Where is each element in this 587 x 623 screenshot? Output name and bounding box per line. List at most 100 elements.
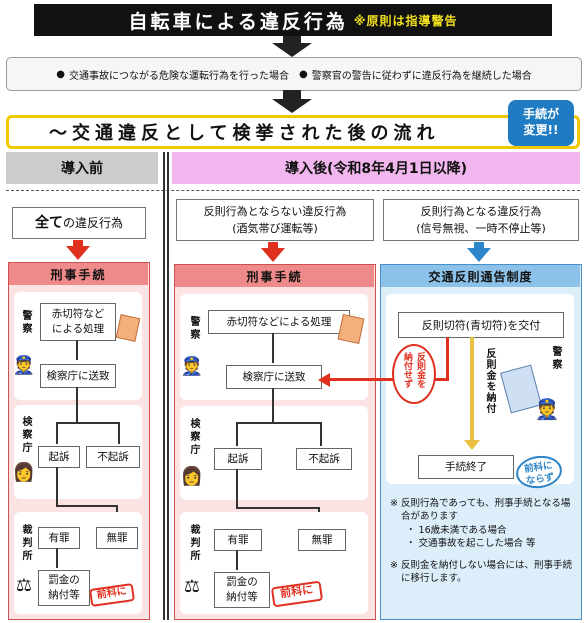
unpaid-label: 反則金を 納付せず — [402, 352, 425, 388]
before-header-label: 導入前 — [61, 161, 103, 177]
before-header: 導入前 — [6, 152, 158, 184]
red-ticket-box: 赤切符などによる処理 — [208, 310, 350, 334]
unpaid-line — [446, 337, 449, 379]
arrow-stem — [272, 388, 274, 422]
panel-title: 交通反則通告制度 — [428, 269, 533, 284]
court-label: 裁判所 — [188, 524, 199, 563]
branch-line — [320, 422, 322, 446]
police-label: 警察 — [20, 310, 31, 336]
send-to-prosecutor-box: 検察庁に送致 — [226, 365, 322, 389]
prosecutor-icon: 👩 — [12, 462, 36, 483]
arrow-stem — [283, 36, 301, 44]
violation-box: 反則行為となる違反行為 (信号無視、一時不停止等) — [383, 199, 579, 241]
police-officer-icon: 👮 — [12, 355, 36, 376]
badge-line-2: 変更!! — [523, 123, 559, 137]
note-1: ※ 反則行為であっても、刑事手続となる場合があります — [390, 497, 576, 523]
note-mark: ※ — [390, 498, 398, 509]
down-arrow-icon — [272, 99, 312, 113]
flow-title-box: ～交通違反として検挙された後の流れ — [6, 115, 580, 149]
before-violation-box: 全ての違反行為 — [12, 207, 146, 239]
arrow-stem — [272, 333, 274, 363]
police-label: 警察 — [188, 316, 199, 342]
red-ticket-box: 赤切符など による処理 — [40, 303, 116, 341]
flow-title: ～交通違反として検挙された後の流れ — [49, 123, 440, 144]
condition-1: 交通事故につながる危険な運転行為を行った場合 — [69, 70, 289, 82]
arrow-stem — [236, 469, 238, 507]
condition-2: 警察官の警告に従わずに違反行為を継続した場合 — [311, 70, 532, 82]
branch-line — [56, 422, 58, 444]
branch-line — [236, 422, 238, 446]
indict-box: 起訴 — [214, 448, 262, 470]
indict-box: 起訴 — [38, 446, 80, 468]
police-label: 警察 — [550, 346, 561, 372]
branch-line — [236, 422, 322, 424]
judge-icon: ⚖ — [183, 576, 201, 597]
after-header: 導入後(令和8年4月1日以降) — [172, 152, 580, 184]
court-label: 裁判所 — [20, 524, 31, 563]
note-1-sub-2: ・ 交通事故を起こした場合 等 — [406, 538, 536, 549]
unpaid-arrow-line — [328, 378, 449, 381]
after-criminal-header: 刑事手続 — [175, 265, 374, 287]
no-indict-box: 不起訴 — [296, 448, 352, 470]
paid-label: 反則金を納付 — [484, 348, 495, 414]
branch-line — [118, 422, 120, 444]
non-violation-line-1: 反則行為とならない違反行為 — [203, 205, 347, 218]
title-note: ※原則は指導警告 — [353, 13, 458, 28]
note-1-text: 反則行為であっても、刑事手続となる場合があります — [400, 498, 571, 522]
fine-box: 罰金の 納付等 — [214, 572, 270, 608]
violation-line-1: 反則行為となる違反行為 — [420, 205, 542, 218]
note-mark: ※ — [390, 560, 398, 571]
all-label: 全て — [34, 214, 63, 231]
non-violation-line-2: (酒気帯び運転等) — [232, 222, 318, 235]
guilty-box: 有罪 — [214, 529, 262, 551]
after-header-label: 導入後(令和8年4月1日以降) — [284, 161, 468, 177]
panel-title: 刑事手続 — [50, 267, 107, 282]
procedure-end-box: 手続終了 — [418, 455, 514, 479]
guilty-box: 有罪 — [38, 527, 80, 549]
blue-arrow-icon — [467, 248, 491, 262]
column-divider — [163, 152, 165, 620]
arrow-stem — [56, 548, 58, 568]
note-2: ※ 反則金を納付しない場合には、刑事手続に移行します。 — [390, 559, 576, 585]
badge-line-1: 手続が — [522, 107, 559, 121]
unpaid-circle — [392, 344, 436, 404]
non-violation-box: 反則行為とならない違反行為 (酒気帯び運転等) — [176, 199, 374, 241]
red-arrow-icon — [261, 248, 285, 262]
branch-line — [56, 422, 120, 424]
main-title: 自転車による違反行為 — [128, 10, 348, 33]
arrow-stem — [474, 242, 484, 248]
arrow-stem — [76, 340, 78, 360]
note-1-sub-1: ・ 16歳未満である場合 — [406, 525, 507, 536]
red-arrow-icon — [66, 246, 90, 260]
arrow-stem — [283, 90, 301, 100]
arrow-stem — [73, 240, 83, 246]
send-to-prosecutor-box: 検察庁に送致 — [40, 364, 116, 388]
bullet-icon: ● — [299, 68, 308, 80]
prosecutor-label: 検察庁 — [20, 416, 31, 455]
before-criminal-header: 刑事手続 — [9, 263, 148, 285]
header-divider — [6, 190, 580, 191]
procedure-changed-badge: 手続が 変更!! — [508, 100, 574, 146]
prosecutor-label: 検察庁 — [188, 418, 199, 457]
fine-box: 罰金の 納付等 — [38, 570, 90, 606]
prosecutor-icon: 👩 — [180, 466, 204, 487]
bullet-icon: ● — [56, 68, 65, 80]
paid-line — [470, 337, 474, 443]
not-guilty-box: 無罪 — [298, 529, 346, 551]
judge-icon: ⚖ — [15, 575, 33, 596]
title-bar: 自転車による違反行為 ※原則は指導警告 — [34, 4, 552, 36]
arrow-stem — [56, 467, 58, 505]
no-indict-box: 不起訴 — [86, 446, 140, 468]
yellow-arrow-icon — [464, 440, 480, 450]
branch-line — [236, 507, 320, 509]
column-divider — [167, 152, 169, 620]
conditions-box: ● 交通事故につながる危険な運転行為を行った場合 ● 警察官の警告に従わずに違反… — [6, 57, 582, 91]
not-guilty-box: 無罪 — [96, 527, 138, 549]
arrow-stem — [236, 550, 238, 570]
violation-line-2: (信号無視、一時不停止等) — [416, 222, 546, 235]
arrow-stem — [268, 242, 278, 248]
red-arrow-left-icon — [318, 373, 330, 387]
police-officer-icon: 👮 — [534, 397, 560, 421]
down-arrow-icon — [272, 43, 312, 57]
panel-title: 刑事手続 — [246, 269, 303, 284]
